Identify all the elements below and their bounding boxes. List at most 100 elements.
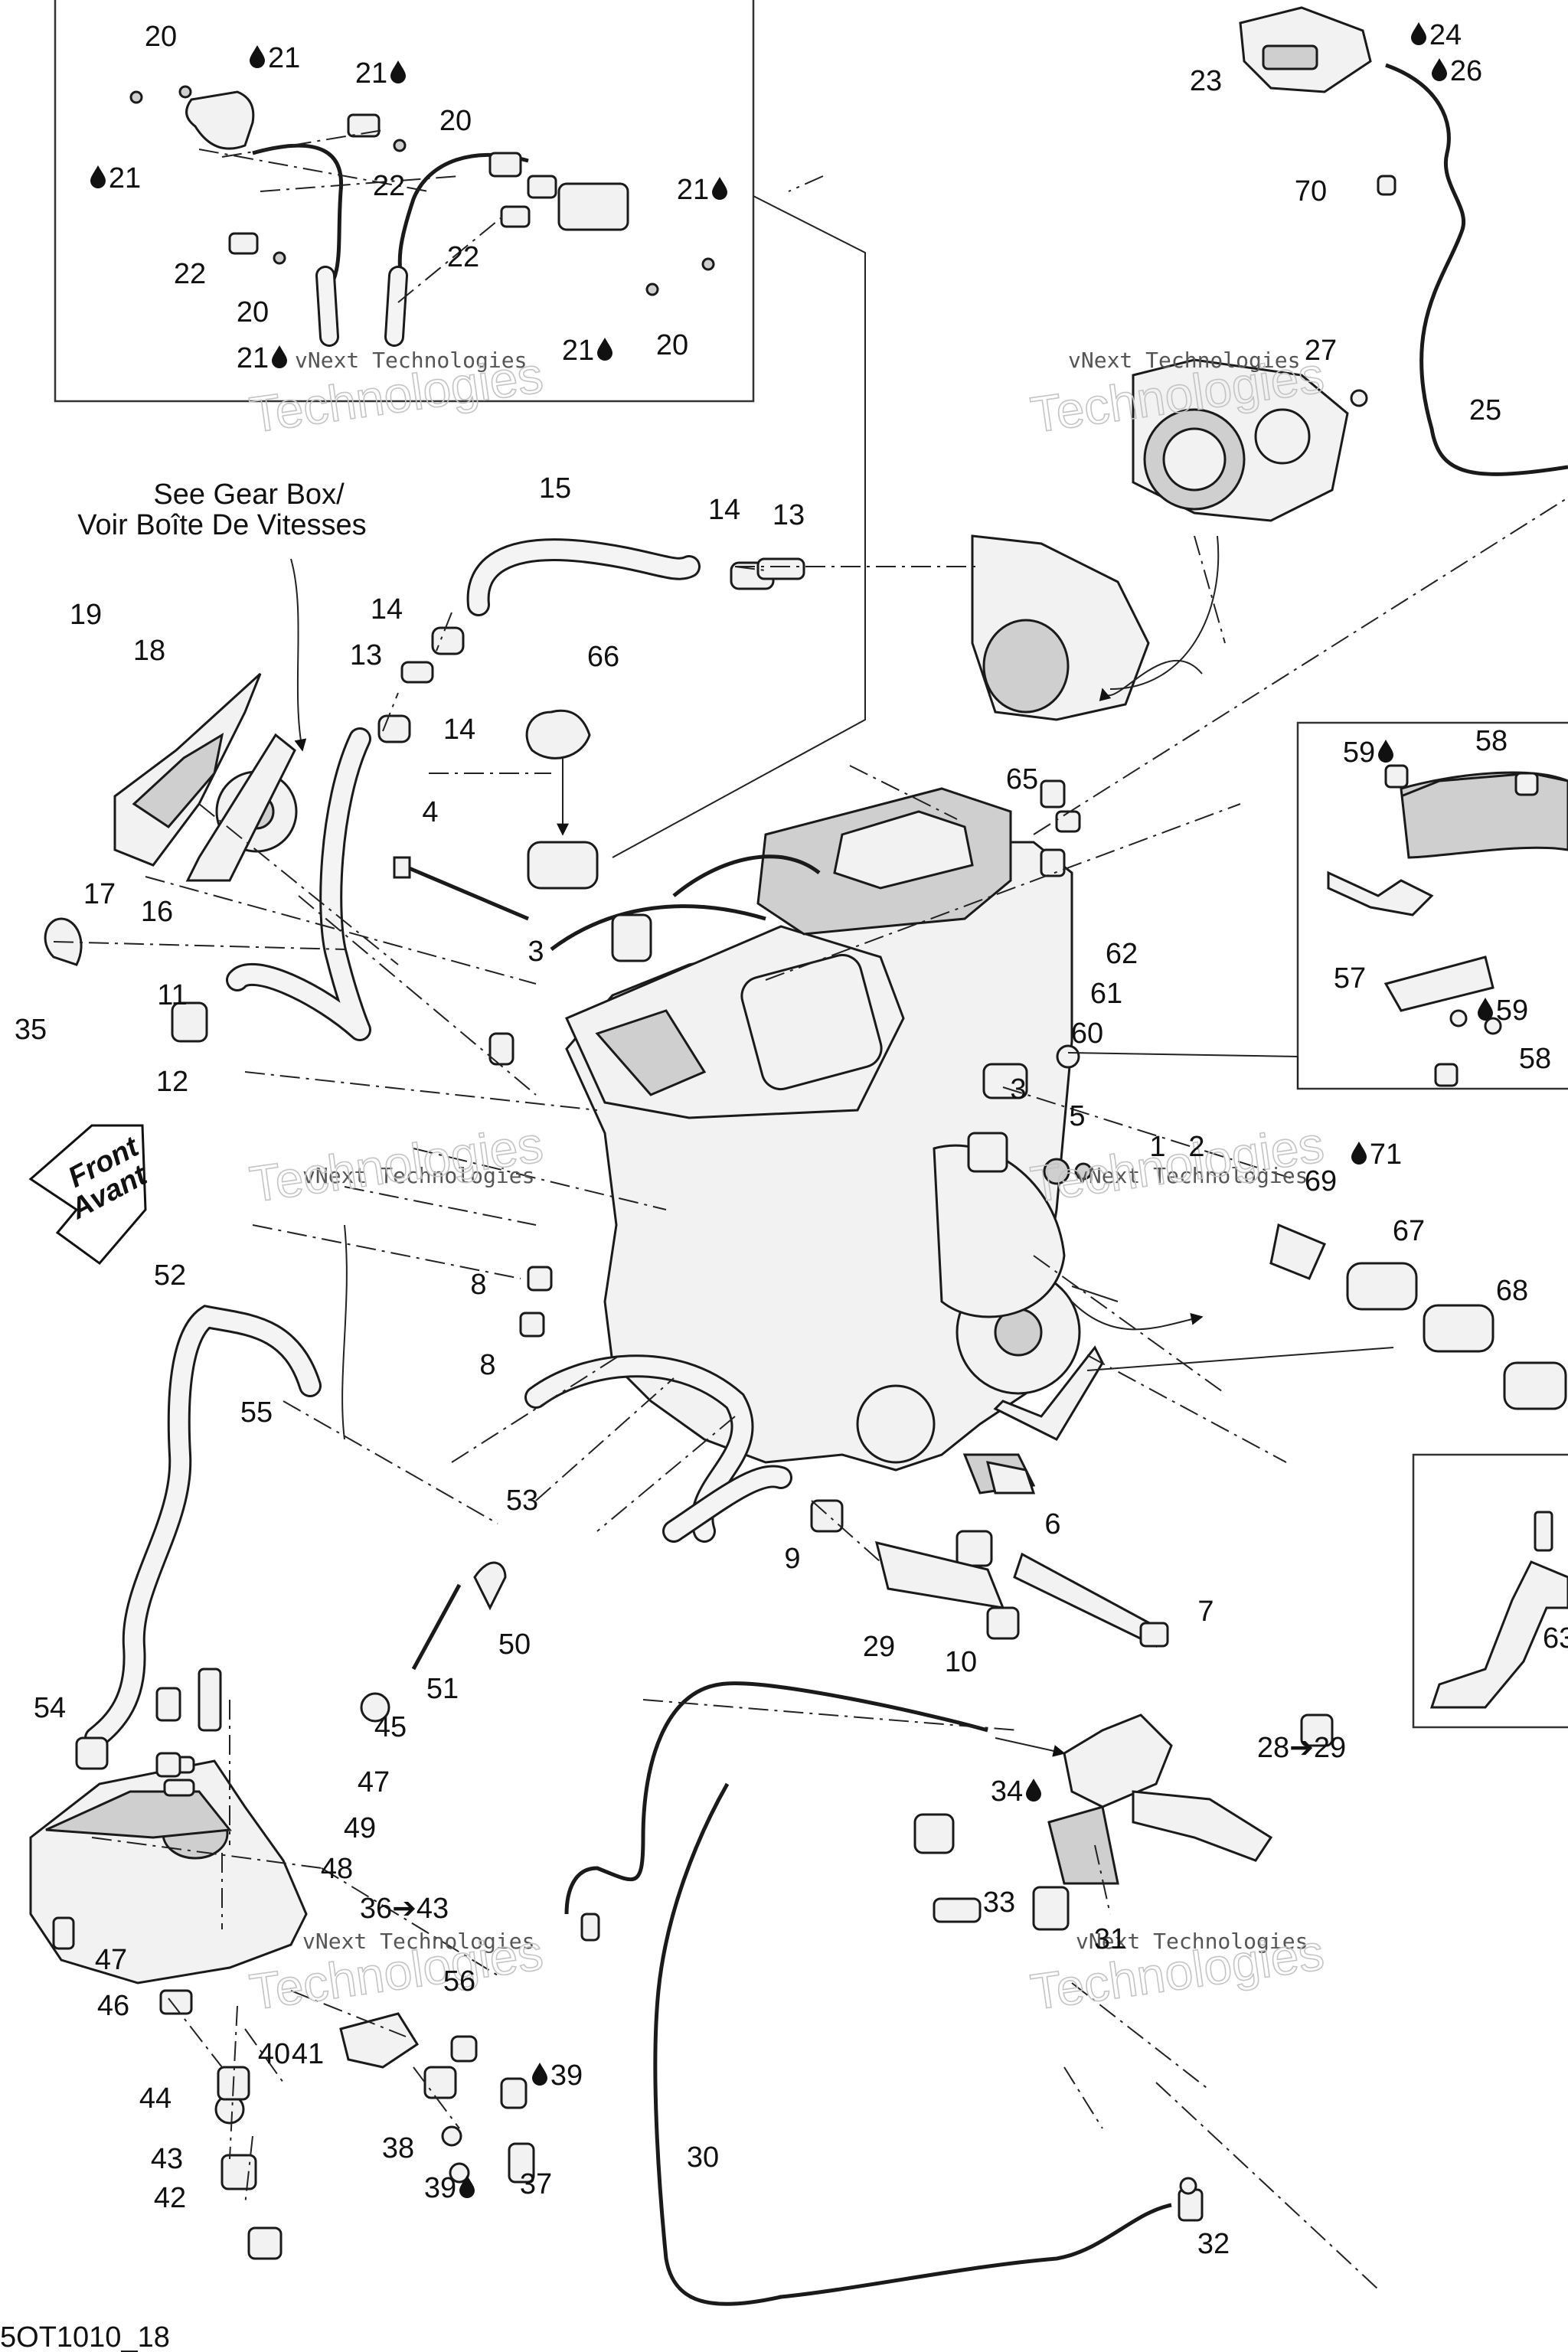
callout-19: 19 [70, 599, 102, 631]
callout-3: 3 [528, 936, 544, 968]
callout-50: 50 [498, 1628, 531, 1661]
gear-box-note-line1: See Gear Box/ [153, 479, 345, 511]
callout-65: 65 [1006, 763, 1038, 795]
callout-11: 11 [157, 979, 187, 1011]
callout-60: 60 [1071, 1018, 1103, 1050]
ignition-coil-detail-box [54, 0, 755, 403]
callout-41: 41 [292, 2038, 324, 2070]
callout-58: 58 [1475, 725, 1508, 757]
oil-drop-icon [90, 165, 106, 188]
callout-13: 13 [350, 639, 382, 671]
callout-54: 54 [34, 1692, 66, 1724]
callout-17: 17 [83, 878, 116, 910]
callout-58: 58 [1519, 1043, 1551, 1075]
oil-drop-icon [1026, 1779, 1041, 1802]
watermark-text: vNext Technologies [295, 348, 527, 373]
oil-drop-icon [250, 45, 265, 68]
callout-63: 63 [1543, 1622, 1568, 1655]
hose-52 [84, 1305, 322, 1749]
callout-7: 7 [1197, 1596, 1214, 1628]
callout-35: 35 [15, 1014, 47, 1046]
oil-drop-icon [1351, 1142, 1367, 1165]
callout-4: 4 [422, 796, 438, 828]
callout-8: 8 [470, 1269, 486, 1301]
callout-20: 20 [439, 105, 472, 137]
callout-10: 10 [945, 1646, 977, 1678]
callout-3: 3 [1010, 1073, 1026, 1106]
hose-15 [466, 538, 701, 616]
oil-drop-icon [1378, 740, 1393, 763]
callout-28-29: 28➔29 [1257, 1732, 1346, 1764]
callout-70: 70 [1295, 175, 1327, 207]
oil-drop-icon [1478, 998, 1493, 1021]
oil-drop-icon [272, 345, 287, 368]
clutch-cable-29 [564, 1681, 988, 1915]
callout-47: 47 [95, 1944, 127, 1976]
callout-71: 71 [1370, 1138, 1402, 1171]
drawing-code: 5OT1010_18 [0, 2321, 170, 2352]
callout-27: 27 [1305, 335, 1337, 367]
intake-manifold [971, 534, 1150, 721]
callout-52: 52 [154, 1259, 186, 1292]
callout-16: 16 [141, 896, 173, 928]
throttle-position-sensor [1239, 6, 1372, 93]
callout-38: 38 [382, 2132, 414, 2164]
clutch-lever-assembly [913, 1713, 1273, 1885]
oil-drop-icon [1432, 58, 1447, 81]
callout-frame-right [1067, 1052, 1298, 1089]
engine-block [550, 787, 1081, 1494]
callout-21: 21 [268, 42, 300, 74]
callout-12: 12 [156, 1066, 188, 1098]
callout-14: 14 [371, 593, 403, 626]
callout-18: 18 [133, 635, 165, 667]
callout-59: 59 [1343, 737, 1375, 769]
watermark-text: vNext Technologies [1076, 1929, 1308, 1954]
see-gear-box-note: See Gear Box/ Voir Boîte De Vitesses [77, 479, 366, 541]
callout-13: 13 [773, 499, 805, 531]
callout-21: 21 [109, 162, 141, 194]
callout-20: 20 [145, 21, 177, 53]
oil-drop-icon [1411, 22, 1426, 45]
callout-40: 40 [258, 2038, 290, 2070]
callout-36-43: 36➔43 [360, 1893, 449, 1925]
callout-56: 56 [443, 1965, 475, 1998]
hose-11 [226, 727, 371, 1041]
callout-48: 48 [321, 1853, 353, 1885]
throttle-body [1132, 358, 1349, 522]
callout-42: 42 [154, 2182, 186, 2214]
callout-14: 14 [708, 494, 740, 526]
callout-68: 68 [1496, 1275, 1528, 1307]
front-direction-arrow: Front Avant [28, 1124, 153, 1266]
watermark-text: vNext Technologies [1076, 1163, 1308, 1188]
callout-69: 69 [1305, 1165, 1337, 1197]
callout-26: 26 [1450, 55, 1482, 87]
oil-pump-fittings [214, 2012, 470, 2184]
callout-67: 67 [1393, 1215, 1425, 1247]
callout-45: 45 [374, 1711, 407, 1743]
callout-20: 20 [237, 296, 269, 328]
callout-57: 57 [1334, 962, 1366, 995]
callout-66: 66 [587, 641, 619, 673]
gear-box-note-line2: Voir Boîte De Vitesses [77, 509, 366, 541]
watermark-text: vNext Technologies [302, 1163, 534, 1188]
callout-22: 22 [447, 241, 479, 273]
callout-14: 14 [443, 714, 475, 746]
callout-33: 33 [983, 1886, 1015, 1919]
oil-drop-icon [390, 60, 406, 83]
watermark-text: Technologies [247, 1116, 547, 1213]
oil-drop-icon [532, 2063, 547, 2086]
callout-21: 21 [355, 57, 387, 90]
watermark-text: vNext Technologies [1068, 348, 1300, 373]
shift-mechanism-detail-box [1412, 1453, 1568, 1729]
sprocket-cover-and-sprocket [113, 672, 298, 882]
assembly-arrows [290, 535, 1394, 1757]
assembly-leader-lines [53, 175, 1568, 2290]
callout-22: 22 [373, 170, 405, 202]
callout-25: 25 [1469, 394, 1501, 426]
callout-1: 1 [1149, 1131, 1165, 1163]
callout-frame-left [612, 195, 866, 858]
callout-15: 15 [539, 472, 571, 505]
callout-6: 6 [1044, 1508, 1060, 1540]
callout-23: 23 [1190, 65, 1222, 97]
callout-21: 21 [562, 335, 594, 367]
